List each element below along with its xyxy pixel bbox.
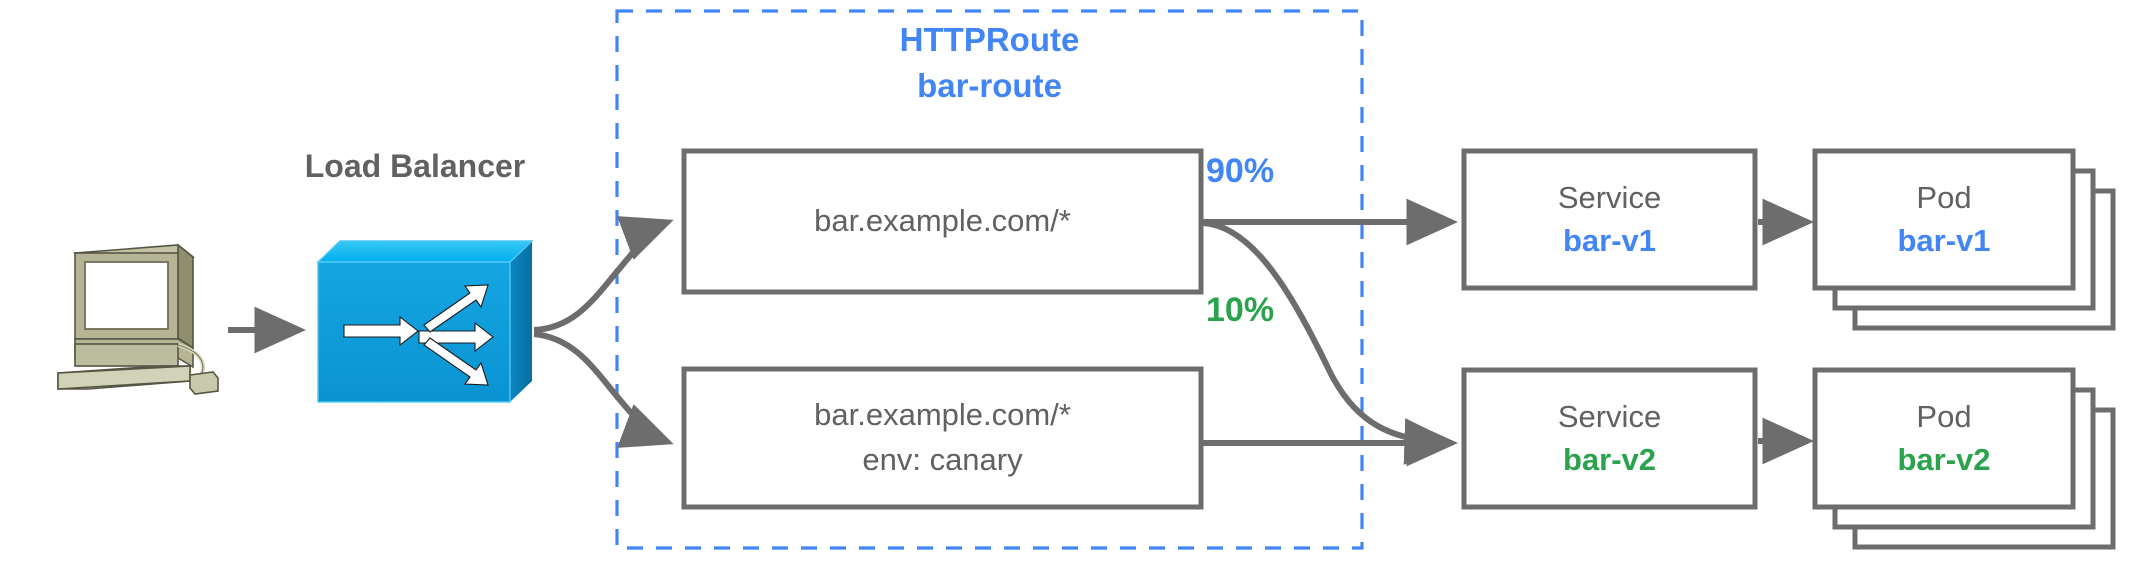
rule-box-primary[interactable] bbox=[681, 148, 1204, 295]
service-box-v2[interactable] bbox=[1461, 367, 1758, 510]
service-v1-kind: Service bbox=[1557, 179, 1662, 215]
load-balancer-label: Load Balancer bbox=[304, 148, 526, 184]
arrow-lb-to-rule-primary bbox=[533, 216, 674, 333]
arrow-rule-primary-to-service-v2 bbox=[1202, 220, 1456, 465]
pod-stack-v2[interactable] bbox=[1812, 367, 2116, 550]
pod-v1-text: Pod bar-v1 bbox=[1815, 151, 2073, 288]
httproute-kind-label: HTTPRoute bbox=[899, 21, 1080, 58]
rule-primary-text: bar.example.com/* bbox=[684, 151, 1201, 292]
service-box-v1[interactable] bbox=[1461, 148, 1758, 291]
load-balancer-switch-icon bbox=[316, 240, 534, 403]
pod-v2-text: Pod bar-v2 bbox=[1815, 370, 2073, 507]
pod-stack-v1[interactable] bbox=[1812, 148, 2116, 331]
service-v2-text: Service bar-v2 bbox=[1464, 370, 1755, 507]
pod-v2-kind: Pod bbox=[1916, 398, 1972, 434]
httproute-name-label: bar-route bbox=[917, 67, 1062, 104]
rule-box-canary[interactable] bbox=[681, 366, 1204, 510]
rule-canary-text: bar.example.com/* env: canary bbox=[684, 369, 1201, 507]
workstation-icon bbox=[57, 243, 219, 395]
service-v2-name: bar-v2 bbox=[1562, 441, 1657, 477]
httproute-dashed-container bbox=[615, 9, 1364, 550]
rule-primary-line-1: bar.example.com/* bbox=[814, 203, 1071, 239]
rule-canary-line-1: bar.example.com/* bbox=[814, 397, 1071, 433]
arrow-lb-to-rule-canary bbox=[533, 331, 674, 448]
service-v2-kind: Service bbox=[1557, 398, 1662, 434]
pod-v2-name: bar-v2 bbox=[1897, 441, 1991, 477]
service-v1-name: bar-v1 bbox=[1562, 222, 1657, 258]
pod-card-front-v1 bbox=[1812, 148, 2076, 291]
weight-label-10: 10% bbox=[1206, 291, 1275, 329]
pod-v1-name: bar-v1 bbox=[1897, 222, 1991, 258]
pod-card-front-v2 bbox=[1812, 367, 2076, 510]
service-v1-text: Service bar-v1 bbox=[1464, 151, 1755, 288]
rule-canary-line-2: env: canary bbox=[862, 442, 1023, 477]
weight-label-90: 90% bbox=[1206, 152, 1275, 190]
pod-v1-kind: Pod bbox=[1916, 179, 1972, 215]
